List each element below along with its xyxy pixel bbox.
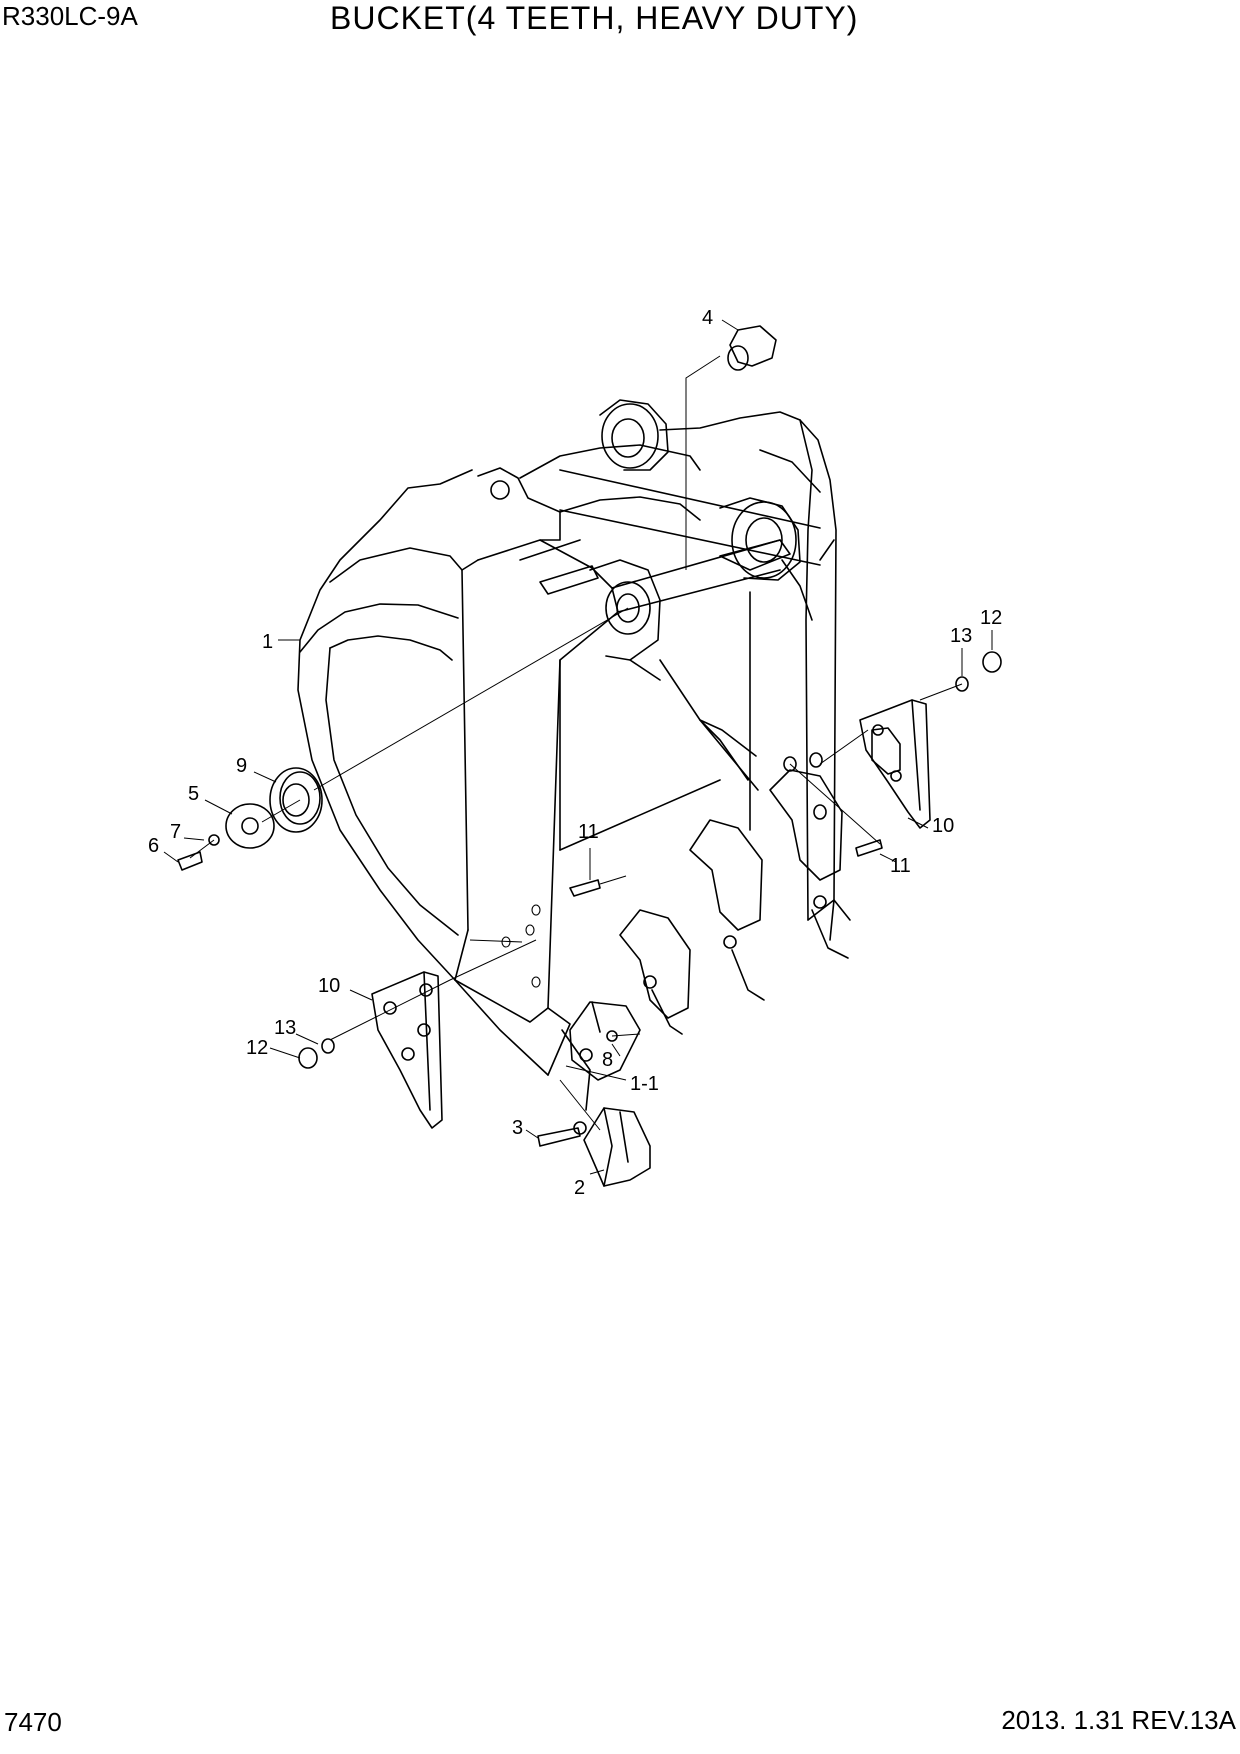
callout-2: 2 (574, 1177, 585, 1199)
callout-6: 6 (148, 835, 159, 857)
side-cutter-right (859, 699, 931, 829)
callout-8: 8 (602, 1049, 613, 1071)
callout-1-1: 1-1 (630, 1073, 659, 1095)
page-number: 7470 (4, 1707, 62, 1737)
callout-10-left: 10 (318, 975, 340, 997)
side-cutter-left (371, 971, 443, 1129)
teeth-adapters (561, 769, 849, 1111)
callout-5: 5 (188, 783, 199, 805)
leader-lines (189, 355, 963, 1131)
callout-4: 4 (702, 307, 713, 329)
callout-3: 3 (512, 1117, 523, 1139)
callout-12-right: 12 (980, 607, 1002, 629)
callout-11-center: 11 (578, 821, 599, 843)
callout-1: 1 (262, 631, 273, 653)
tooth-assembly (537, 1107, 651, 1187)
model-code: R330LC-9A (2, 1, 138, 31)
bushing-part-4 (727, 325, 777, 371)
callout-10-right: 10 (932, 815, 954, 837)
callout-leaders (163, 319, 993, 1175)
callout-labels: 4 1 12 13 9 5 7 6 11 10 11 10 13 12 8 1-… (148, 307, 1002, 1199)
callout-9: 9 (236, 755, 247, 777)
bucket-body (297, 399, 851, 1076)
callout-7: 7 (170, 821, 181, 843)
page-title: BUCKET(4 TEETH, HEAVY DUTY) (330, 0, 859, 36)
callout-11-right: 11 (890, 855, 911, 877)
callout-13-right: 13 (950, 625, 972, 647)
revision-date: 2013. 1.31 REV.13A (1001, 1705, 1236, 1735)
ring-group (177, 767, 323, 871)
callout-12-left: 12 (246, 1037, 268, 1059)
callout-13-left: 13 (274, 1017, 296, 1039)
